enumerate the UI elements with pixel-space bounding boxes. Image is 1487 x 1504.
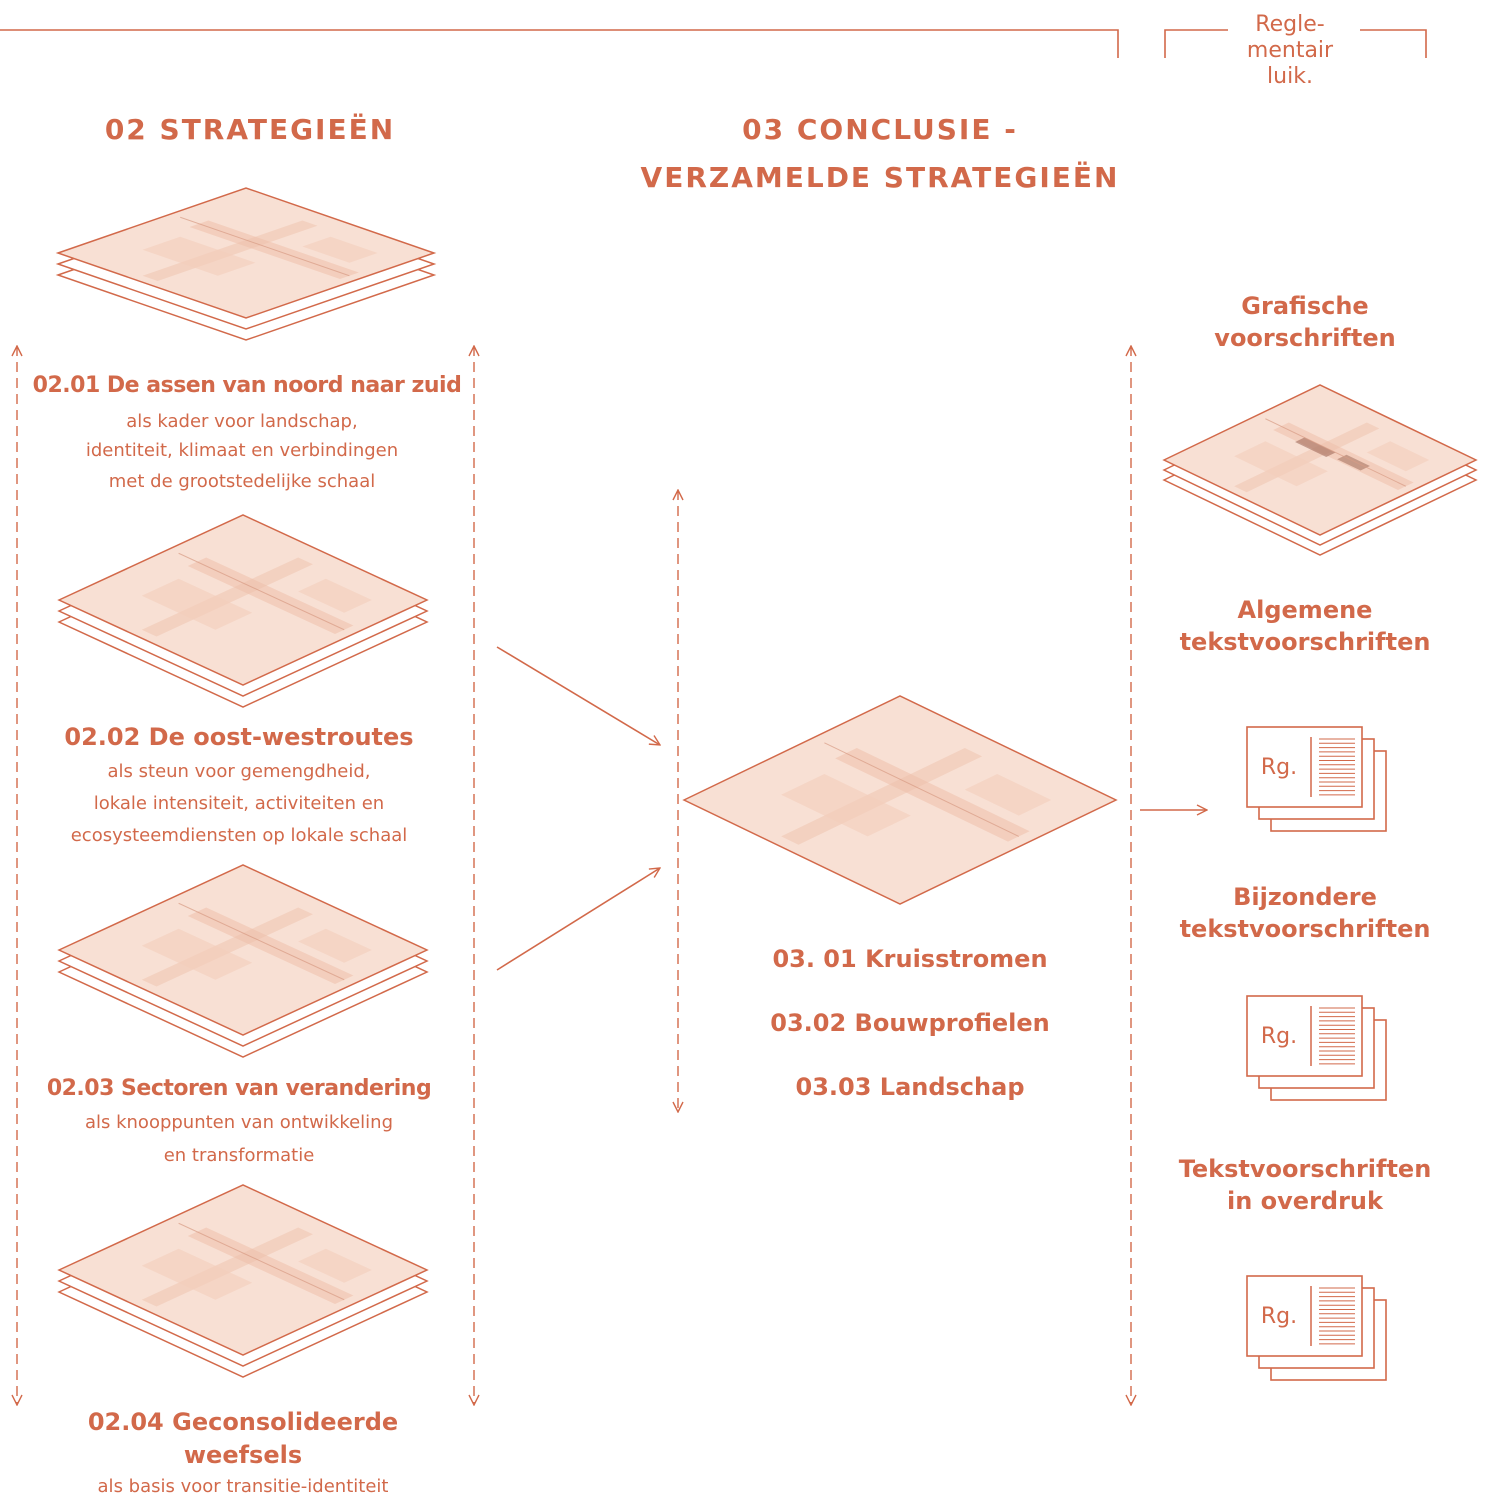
reg-graphic-title-line1: Grafische [1241, 292, 1369, 320]
reglementair-luik-label: Regle- mentair luik. [1228, 12, 1352, 90]
document-stack-specific: Rg. [1246, 995, 1387, 1101]
reg-graphic-title-line2: voorschriften [1214, 324, 1396, 352]
section2-title: 02 STRATEGIEËN [104, 113, 396, 146]
reg-general-title-line1: Algemene [1237, 596, 1373, 624]
doc-label: Rg. [1261, 755, 1297, 780]
map-stack-0203 [57, 864, 429, 1058]
top-bracket-lines [0, 29, 1427, 58]
strategy-desc-0202-line3: ecosysteemdiensten op lokale schaal [70, 825, 408, 846]
conclusion-item-0302: 03.02 Bouwprofielen [770, 1009, 1050, 1037]
map-stack-conclusion [682, 695, 1118, 905]
map-stack-0204 [57, 1184, 429, 1378]
map-stack-0201 [55, 187, 437, 341]
strategy-desc-0203-line2: en transformatie [163, 1145, 315, 1166]
strategy-title-0203: 02.03 Sectoren van verandering [46, 1076, 432, 1101]
conclusion-item-0301: 03. 01 Kruisstromen [772, 945, 1048, 973]
strategy-desc-0204-line1: als basis voor transitie-identiteit [97, 1476, 389, 1497]
arrow-strategies-to-conclusion-upper [496, 646, 660, 745]
reg-general-title-line2: tekstvoorschriften [1179, 628, 1431, 656]
flow-arrows [496, 646, 1207, 971]
conclusion-item-0303: 03.03 Landschap [795, 1073, 1025, 1101]
strategy-title-0201: 02.01 De assen van noord naar zuid [32, 373, 462, 398]
strategy-title-0204-line2: weefsels [183, 1441, 303, 1469]
strategy-desc-0201-line3: met de grootstedelijke schaal [108, 471, 376, 492]
reg-specific-title-line1: Bijzondere [1233, 883, 1377, 911]
arrow-strategies-to-conclusion-lower [496, 868, 660, 971]
document-stack-overprint: Rg. [1246, 1275, 1387, 1381]
document-stack-general: Rg. [1246, 726, 1387, 832]
strategy-desc-0201-line2: identiteit, klimaat en verbindingen [85, 440, 399, 461]
reg-overprint-title-line1: Tekstvoorschriften [1178, 1155, 1432, 1183]
map-stack-graphic-regulations [1162, 384, 1478, 556]
map-stack-0202 [57, 514, 429, 708]
doc-label: Rg. [1261, 1024, 1297, 1049]
strategy-desc-0203-line1: als knooppunten van ontwikkeling [84, 1112, 394, 1133]
strategy-desc-0202-line2: lokale intensiteit, activiteiten en [93, 793, 385, 814]
strategy-desc-0201-line1: als kader voor landschap, [126, 411, 358, 432]
section3-title-line1: 03 CONCLUSIE - [742, 113, 1018, 146]
dashed-range-arrows [17, 346, 1131, 1405]
section3-title-line2: VERZAMELDE STRATEGIEËN [640, 161, 1120, 194]
strategy-title-0202: 02.02 De oost-westroutes [64, 723, 414, 751]
reg-overprint-title-line2: in overdruk [1227, 1187, 1383, 1215]
doc-label: Rg. [1261, 1304, 1297, 1329]
reg-specific-title-line2: tekstvoorschriften [1179, 915, 1431, 943]
strategy-title-0204-line1: 02.04 Geconsolideerde [87, 1408, 399, 1436]
strategy-desc-0202-line1: als steun voor gemengdheid, [107, 761, 371, 782]
